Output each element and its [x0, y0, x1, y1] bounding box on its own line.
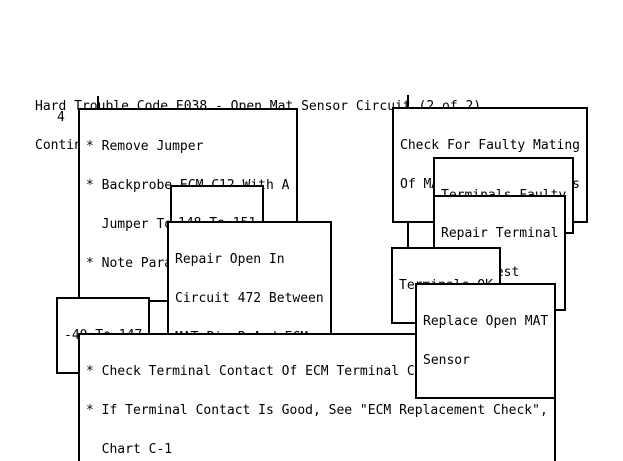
terminal-check-line1: * Check Terminal Contact Of ECM Terminal… — [86, 364, 431, 379]
terminal-check-line3: Chart C-1 — [86, 442, 173, 457]
procedure-box-line1: * Remove Jumper — [86, 139, 204, 154]
replace-sensor-box-step6: Replace Open MAT Sensor — [415, 283, 557, 399]
repair-open-line1: Repair Open In — [175, 252, 285, 267]
connector-title-to-check-mating-box — [407, 95, 409, 107]
step-4-label: 4 — [57, 110, 65, 125]
check-mating-line1: Check For Faulty Mating — [400, 138, 581, 153]
repair-open-line2: Circuit 472 Between — [175, 291, 324, 306]
replace-sensor-line2: Sensor — [423, 353, 470, 368]
connector-title-to-procedure-box — [97, 96, 99, 108]
repair-terminal-line1: Repair Terminal — [441, 226, 559, 241]
terminal-check-line2: * If Terminal Contact Is Good, See "ECM … — [86, 403, 548, 418]
replace-sensor-line1: Replace Open MAT — [423, 314, 549, 329]
